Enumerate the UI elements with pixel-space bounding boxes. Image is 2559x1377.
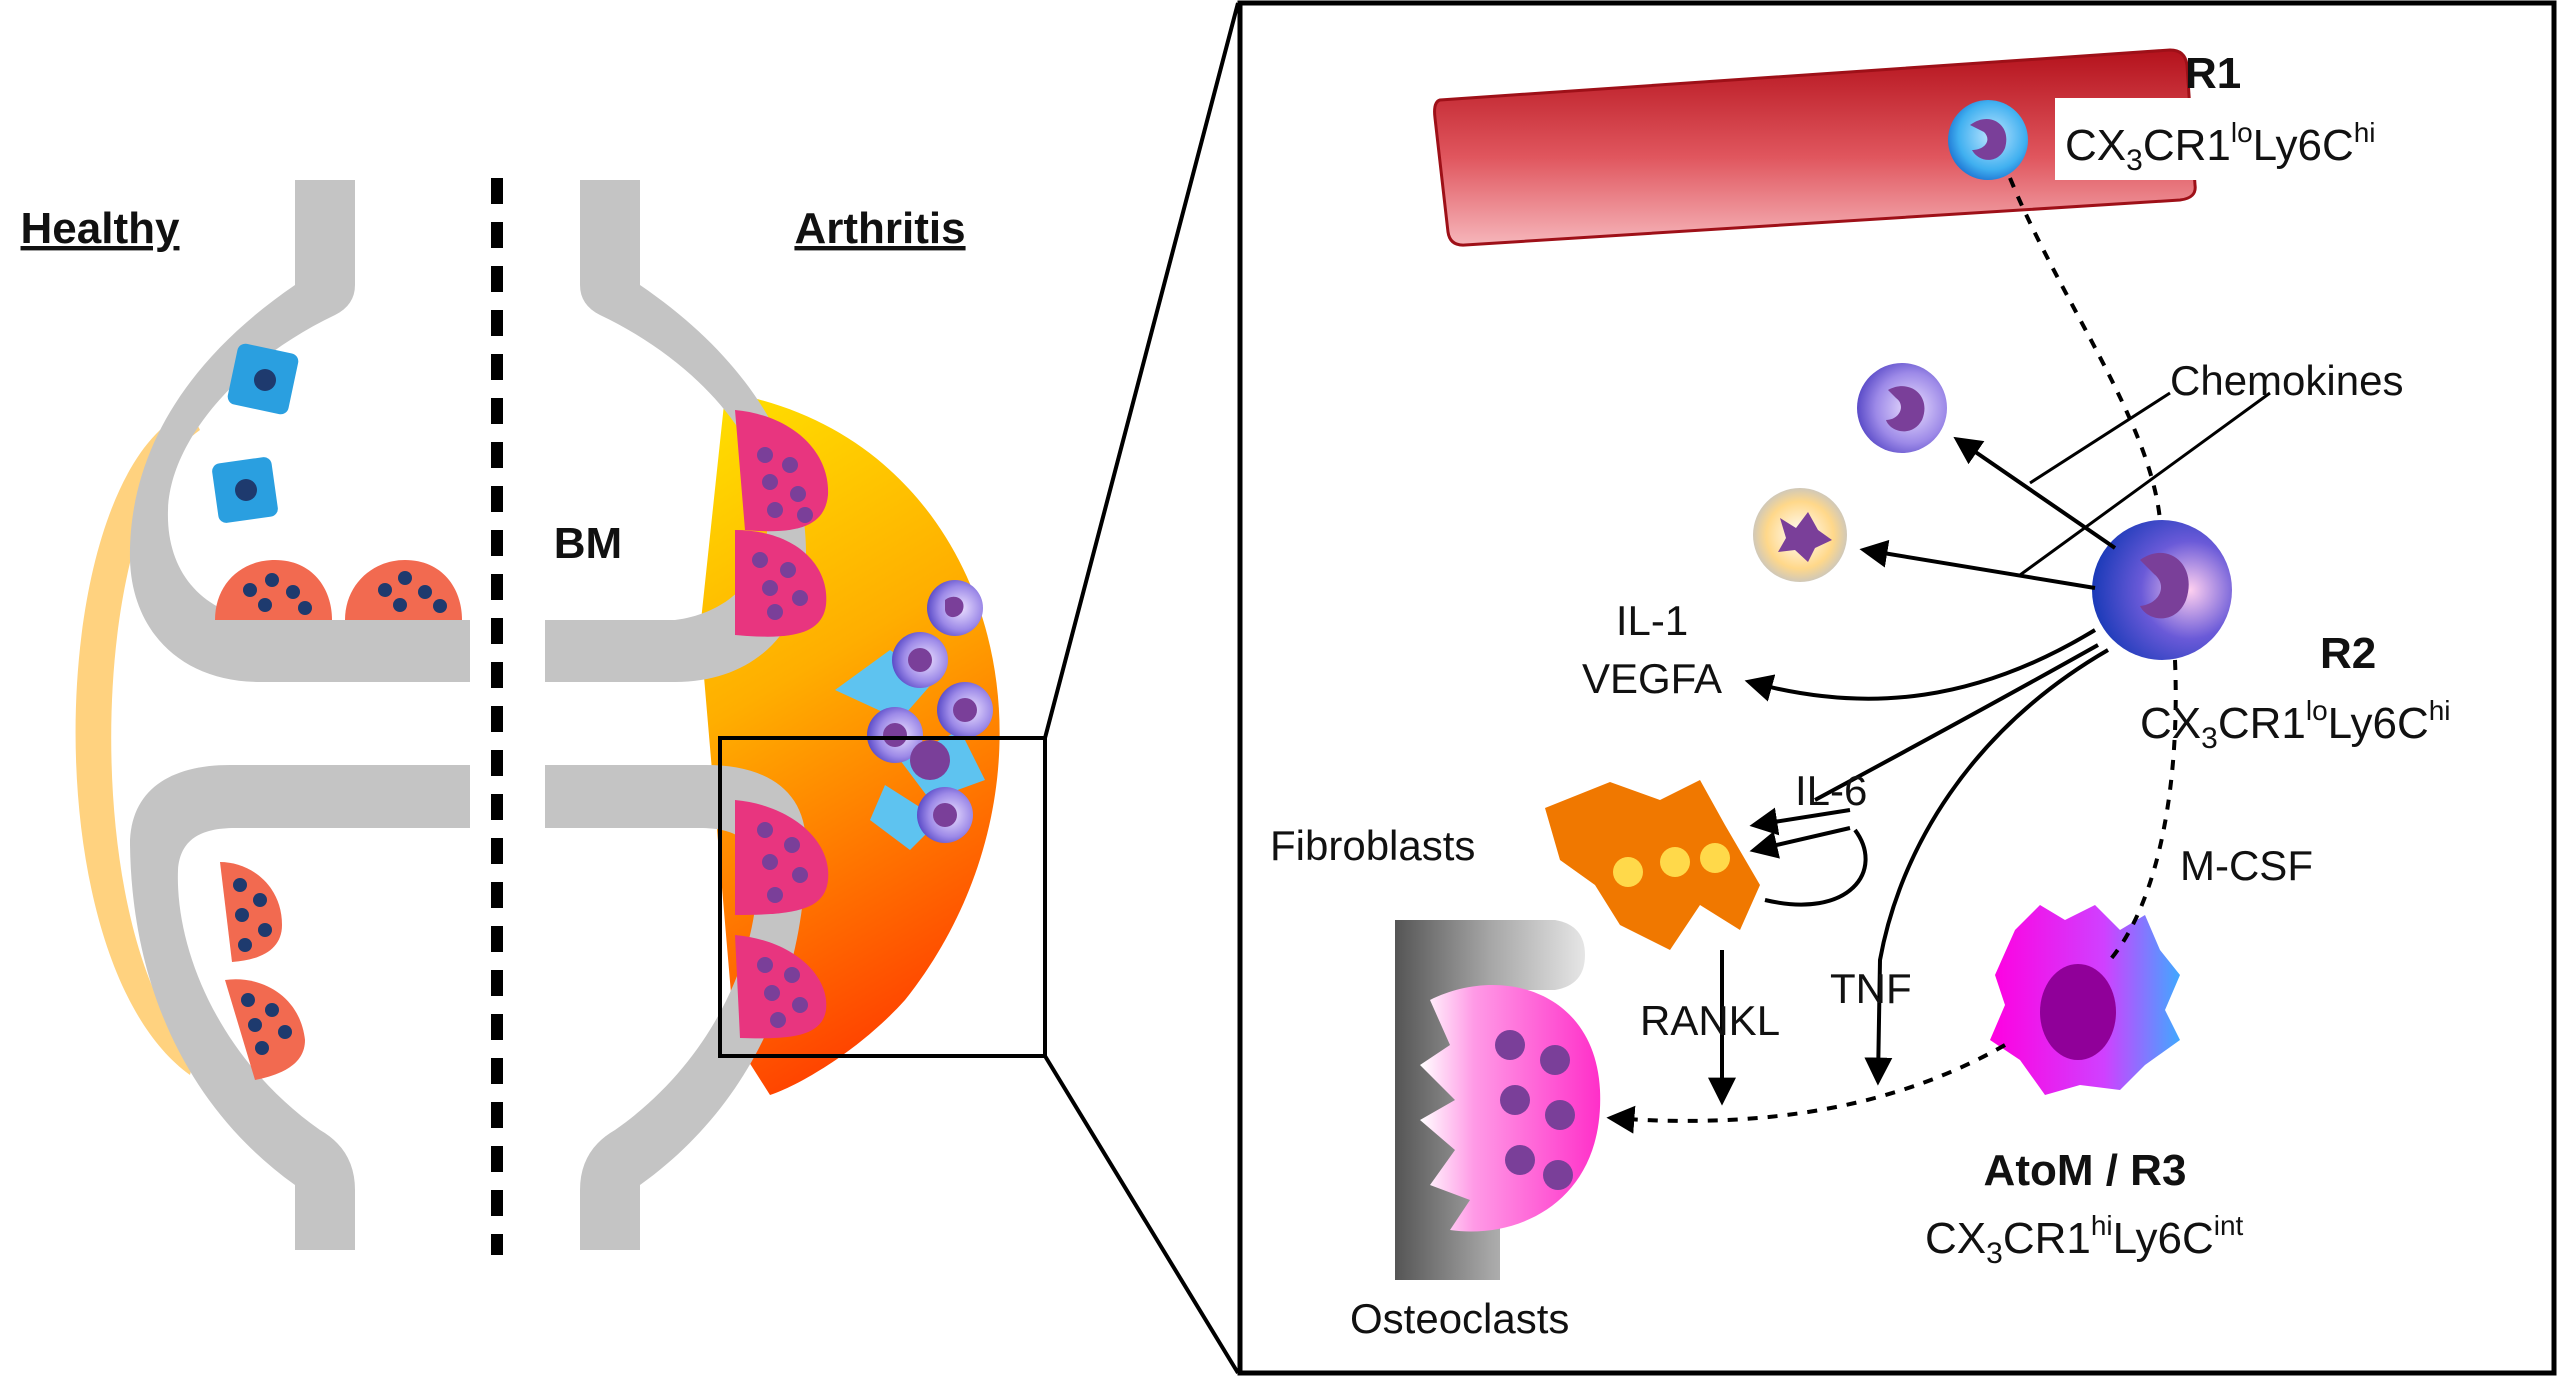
r3-marker: CX3CR1hiLy6Cint bbox=[1925, 1210, 2244, 1270]
arthritis-label: Arthritis bbox=[794, 204, 965, 253]
chemokines-pointer-2 bbox=[2019, 391, 2271, 577]
r2-title: R2 bbox=[2320, 629, 2376, 678]
r2-marker: CX3CR1loLy6Chi bbox=[2140, 695, 2451, 755]
healthy-blue-cells bbox=[212, 343, 299, 523]
r3-title: AtoM / R3 bbox=[1984, 1146, 2187, 1195]
r3-to-osteoclast-dashed-path bbox=[1606, 1043, 2006, 1134]
osteoclast-icon bbox=[1395, 920, 1601, 1280]
il6-autocrine-loop bbox=[1764, 828, 1868, 907]
chemokines-pointer-1 bbox=[2029, 391, 2171, 485]
il6-label: IL-6 bbox=[1795, 767, 1867, 814]
zoom-line-top bbox=[1043, 2, 1240, 739]
monocyte-icon bbox=[910, 740, 950, 780]
bm-space bbox=[470, 620, 545, 828]
tnf-label: TNF bbox=[1830, 965, 1912, 1012]
il6-arrowhead-2 bbox=[1749, 826, 1851, 859]
healthy-label: Healthy bbox=[21, 204, 180, 253]
r2-to-r3-dashed-path bbox=[2108, 659, 2178, 962]
healthy-osteoclasts bbox=[215, 560, 462, 1080]
chemokine-arrow-neutrophil bbox=[1859, 539, 2096, 590]
rankl-label: RANKL bbox=[1640, 997, 1780, 1044]
vegfa-label: VEGFA bbox=[1582, 655, 1722, 702]
fibroblasts-icon bbox=[1545, 780, 1760, 950]
neutrophil-nucleus-icon bbox=[1778, 512, 1832, 562]
il6-arrow bbox=[1814, 643, 2099, 802]
il1-vegfa-arrow bbox=[1744, 628, 2097, 702]
mcsf-label: M-CSF bbox=[2180, 842, 2313, 889]
r2-nucleus-icon bbox=[2140, 552, 2189, 619]
healthy-joint-capsule bbox=[75, 410, 200, 1075]
upper-bone bbox=[129, 180, 470, 682]
zoom-line-bottom bbox=[1043, 1054, 1240, 1375]
il6-arrowhead-1 bbox=[1749, 807, 1851, 836]
zoom-inset-box bbox=[718, 736, 1047, 1058]
tnf-arrow bbox=[1864, 648, 2110, 1086]
r1-marker: CX3CR1loLy6Chi bbox=[2065, 117, 2376, 177]
fibroblasts-label: Fibroblasts bbox=[1270, 822, 1475, 869]
r1-label-bg bbox=[2055, 98, 2465, 180]
upper-bone-right bbox=[545, 180, 807, 682]
atom-cell-icon bbox=[1990, 905, 2180, 1095]
monocyte-nucleus-icon bbox=[1886, 386, 1925, 432]
lower-bone bbox=[130, 765, 470, 1250]
il1-label: IL-1 bbox=[1616, 597, 1688, 644]
r1-to-r2-dashed-path bbox=[2008, 177, 2162, 521]
chemokine-arrow-monocyte bbox=[1953, 436, 2117, 550]
chemokines-label: Chemokines bbox=[2170, 357, 2403, 404]
infiltrating-cells bbox=[835, 580, 993, 850]
blood-vessel bbox=[1433, 48, 2197, 247]
bm-label: BM bbox=[554, 519, 622, 568]
joint-panel: Healthy Arthritis BM bbox=[21, 178, 1047, 1255]
r1-title: R1 bbox=[2185, 49, 2241, 98]
osteoclasts-label: Osteoclasts bbox=[1350, 1295, 1569, 1342]
zoom-panel: R1 CX3CR1loLy6Chi Chemokines IL-1 VEGFA … bbox=[1237, 0, 2557, 1376]
r1-nucleus-icon bbox=[1970, 118, 2007, 160]
arthritis-osteoclasts bbox=[735, 410, 829, 1039]
